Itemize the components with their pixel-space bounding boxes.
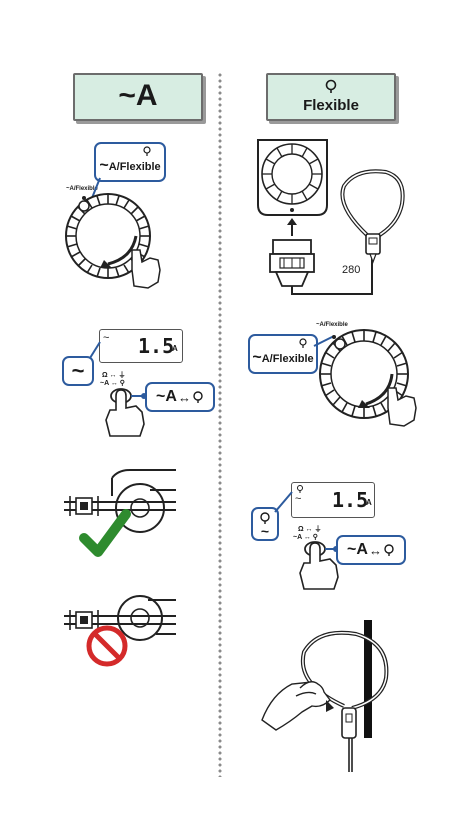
flexible-probe-icon (342, 708, 356, 772)
hand-icon (262, 682, 330, 730)
